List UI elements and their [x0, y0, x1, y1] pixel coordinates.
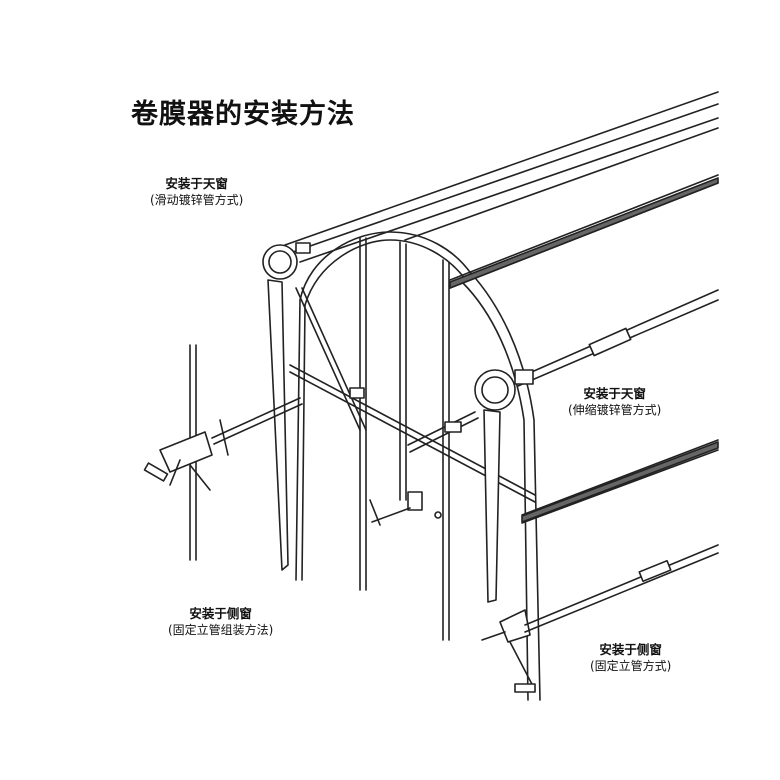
roller-bottom-left: [143, 344, 303, 561]
label-bottom-right-sub: (固定立管方式): [590, 659, 672, 673]
middle-fittings: [349, 387, 442, 526]
label-top-left-main: 安装于天窗: [165, 176, 228, 191]
roller-top-right: [407, 289, 719, 603]
vertical-posts: [359, 237, 450, 641]
label-top-right-sub: (伸缩镀锌管方式): [568, 403, 662, 417]
front-arch: [295, 231, 541, 701]
label-bottom-right-main: 安装于侧窗: [599, 642, 662, 657]
label-bottom-left-main: 安装于侧窗: [189, 606, 252, 621]
roller-top-left: [262, 242, 367, 571]
label-top-right: 安装于天窗 (伸缩镀锌管方式): [568, 386, 661, 418]
page-title: 卷膜器的安装方法: [131, 99, 355, 130]
label-top-left-sub: (滑动镀锌管方式): [150, 193, 244, 207]
roof-film: [449, 174, 719, 289]
side-film: [521, 439, 719, 524]
label-bottom-left-sub: (固定立管组装方法): [168, 623, 274, 637]
label-top-right-main: 安装于天窗: [583, 386, 646, 401]
label-top-left: 安装于天窗 (滑动镀锌管方式): [150, 176, 243, 208]
label-bottom-right: 安装于侧窗 (固定立管方式): [590, 642, 671, 674]
roller-bottom-right: [481, 544, 719, 693]
label-bottom-left: 安装于侧窗 (固定立管组装方法): [168, 606, 273, 638]
roof-ridge-rails: [284, 91, 719, 263]
